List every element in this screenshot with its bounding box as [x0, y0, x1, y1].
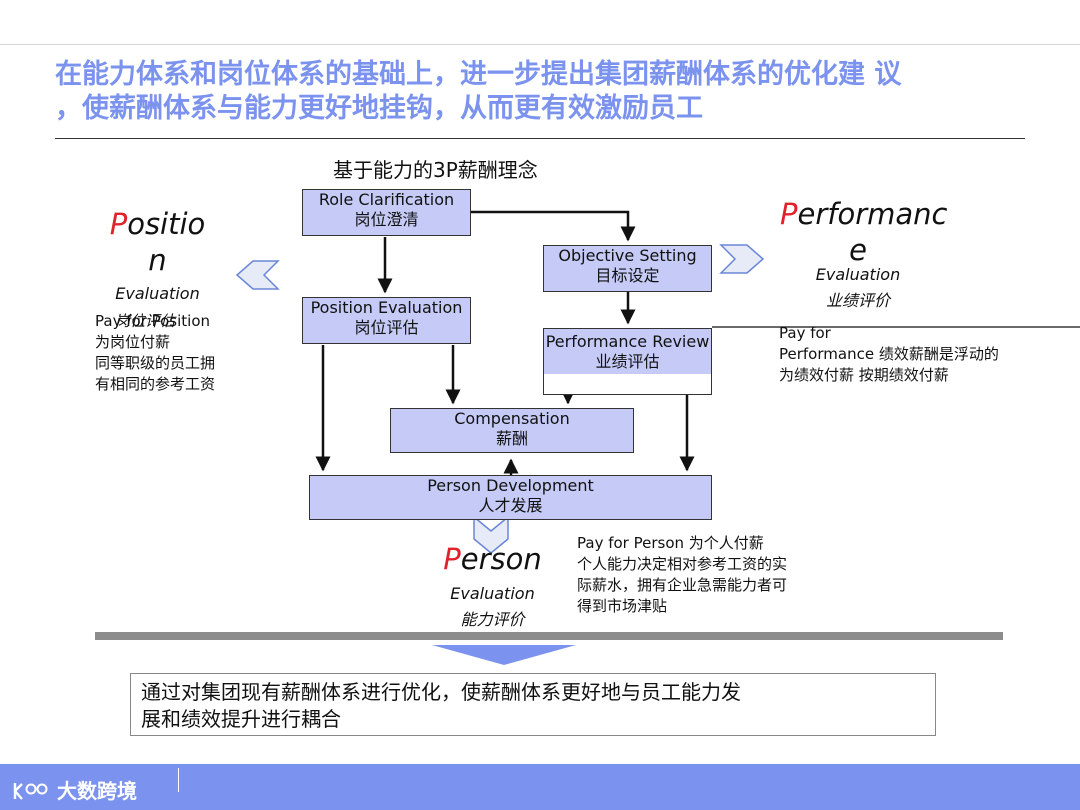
position-eval: Evaluation	[95, 281, 220, 307]
performance-review-box: Performance Review 业绩评估	[543, 328, 712, 395]
top-divider	[0, 44, 1080, 45]
down-triangle-icon	[432, 645, 576, 665]
performance-eval-en: Evaluation	[815, 265, 901, 284]
position-desc-line3: 同等职级的员工拥	[95, 354, 216, 372]
performance-rest2: e	[849, 233, 867, 267]
person-eval-zh: 能力评价	[460, 610, 525, 629]
footer-bar	[0, 764, 1080, 810]
performance-eval: Evaluation 业绩评价	[780, 262, 936, 314]
down-chevron-icon	[473, 515, 509, 554]
performance-description: Pay for Performance 绩效薪酬是浮动的 为绩效付薪 按期绩效付…	[779, 323, 1039, 386]
compensation-en: Compensation	[454, 409, 570, 428]
position-desc-line4: 有相同的参考工资	[95, 375, 216, 393]
right-chevron-icon	[719, 244, 765, 274]
person-eval-en: Evaluation	[450, 584, 535, 603]
person-rest: erson	[460, 542, 542, 576]
person-description: Pay for Person 为个人付薪 个人能力决定相对参考工资的实 际薪水，…	[577, 533, 847, 617]
performance-desc-line3: 为绩效付薪 按期绩效付薪	[779, 366, 949, 384]
compensation-box: Compensation 薪酬	[390, 408, 634, 453]
objective-setting-box: Objective Setting 目标设定	[543, 245, 712, 292]
performance-desc-line2: Performance 绩效薪酬是浮动的	[779, 345, 999, 363]
person-development-box: Person Development 人才发展	[309, 475, 712, 520]
person-cap: P	[443, 542, 461, 576]
objective-setting-en: Objective Setting	[558, 246, 697, 265]
page-title: 在能力体系和岗位体系的基础上，进一步提出集团薪酬体系的优化建 议 ，使薪酬体系与…	[55, 58, 1045, 126]
performance-review-en: Performance Review	[545, 332, 710, 351]
conclusion-box: 通过对集团现有薪酬体系进行优化，使薪酬体系更好地与员工能力发 展和绩效提升进行耦…	[130, 673, 936, 736]
position-description: Pay for Position 岗位评估 为岗位付薪 同等职级的员工拥 有相同…	[95, 311, 295, 395]
role-clarification-box: Role Clarification 岗位澄清	[302, 189, 471, 236]
position-evaluation-zh: 岗位评估	[354, 318, 419, 337]
role-clarification-zh: 岗位澄清	[354, 210, 419, 229]
arrow-role-to-objective	[471, 210, 636, 242]
person-development-zh: 人才发展	[478, 496, 543, 515]
position-eval-zh: 岗位评估	[115, 312, 176, 330]
performance-rest1: erformanc	[797, 197, 948, 231]
position-eval-en: Evaluation	[115, 284, 200, 303]
position-label: Positio n	[95, 206, 220, 278]
performance-review-lower-band	[544, 374, 711, 394]
conclusion-line1: 通过对集团现有薪酬体系进行优化，使薪酬体系更好地与员工能力发	[141, 680, 741, 704]
role-clarification-en: Role Clarification	[318, 190, 455, 209]
conclusion-line2: 展和绩效提升进行耦合	[141, 707, 341, 731]
page-title-line2: ，使薪酬体系与能力更好地挂钩，从而更有效激励员工	[55, 93, 703, 124]
performance-desc-line1: Pay for	[779, 324, 831, 342]
position-evaluation-box: Position Evaluation 岗位评估	[302, 297, 471, 344]
diagram-subtitle: 基于能力的3P薪酬理念	[333, 158, 538, 182]
person-eval: Evaluation 能力评价	[430, 581, 555, 633]
footer-logo-text: 大数跨境	[56, 779, 137, 803]
position-desc-line2: 为岗位付薪	[95, 333, 171, 351]
person-development-en: Person Development	[427, 476, 594, 495]
performance-review-zh: 业绩评估	[595, 352, 660, 371]
person-label: Person	[430, 541, 555, 577]
position-evaluation-en: Position Evaluation	[310, 298, 463, 317]
section-divider-bar	[95, 632, 1003, 640]
position-rest2: n	[148, 243, 167, 277]
position-rest1: ositio	[127, 207, 206, 241]
person-desc-line2: 个人能力决定相对参考工资的实	[577, 555, 788, 573]
position-desc-line1: Pay for Position	[95, 312, 211, 330]
logo-mark-icon	[12, 779, 57, 803]
left-chevron-icon	[235, 260, 280, 290]
footer-separator	[178, 768, 179, 792]
person-desc-line1: Pay for Person 为个人付薪	[577, 534, 764, 552]
person-desc-line3: 际薪水，拥有企业急需能力者可	[577, 576, 788, 594]
page-title-line1: 在能力体系和岗位体系的基础上，进一步提出集团薪酬体系的优化建 议	[55, 59, 902, 90]
title-divider	[55, 138, 1025, 139]
performance-label: Performanc e	[780, 196, 947, 268]
performance-eval-zh: 业绩评价	[825, 291, 890, 310]
performance-cap: P	[780, 197, 798, 231]
objective-setting-zh: 目标设定	[595, 266, 660, 285]
position-cap: P	[109, 207, 128, 241]
footer-logo: 大数跨境	[12, 775, 137, 804]
compensation-zh: 薪酬	[495, 429, 528, 448]
person-desc-line4: 得到市场津贴	[577, 597, 668, 615]
